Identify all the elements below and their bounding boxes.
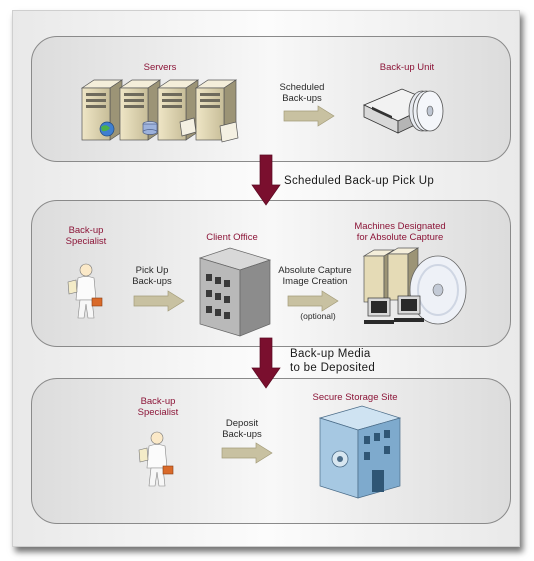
- server-rack-icon: [80, 79, 239, 143]
- secure-storage-building-icon: [318, 405, 402, 499]
- deposit-backups-arrow: [221, 442, 273, 464]
- client-office-label: Client Office: [206, 232, 258, 243]
- backup-unit-icon: [363, 88, 444, 134]
- scheduled-backups-label: Scheduled Back-ups: [279, 82, 325, 104]
- absolute-capture-arrow: [287, 290, 339, 312]
- backup-unit-label: Back-up Unit: [379, 62, 435, 73]
- capture-machines-icon: [362, 247, 467, 325]
- pickup-transition-arrow: [251, 154, 281, 206]
- optional-label: (optional): [300, 311, 336, 321]
- deposit-backups-label: Deposit Back-ups: [222, 418, 262, 440]
- pickup-backups-label: Pick Up Back-ups: [132, 265, 172, 287]
- media-deposit-caption: Back-up Media to be Deposited: [290, 348, 376, 374]
- deposit-transition-arrow: [251, 337, 281, 389]
- scheduled-backups-arrow: [283, 105, 335, 127]
- client-office-building-icon: [198, 247, 272, 337]
- pickup-backups-arrow: [133, 290, 185, 312]
- backup-specialist-person-icon-2: [138, 431, 174, 487]
- machines-designated-label: Machines Designated for Absolute Capture: [354, 221, 446, 243]
- scheduled-pickup-caption: Scheduled Back-up Pick Up: [284, 175, 435, 187]
- absolute-capture-label: Absolute Capture Image Creation: [278, 265, 352, 287]
- secure-storage-label: Secure Storage Site: [312, 392, 398, 403]
- servers-label: Servers: [143, 62, 177, 73]
- storage-panel: [31, 378, 511, 524]
- backup-specialist-person-icon: [67, 263, 103, 319]
- backup-specialist-label-2: Back-up Specialist: [137, 396, 179, 418]
- backup-specialist-label: Back-up Specialist: [65, 225, 107, 247]
